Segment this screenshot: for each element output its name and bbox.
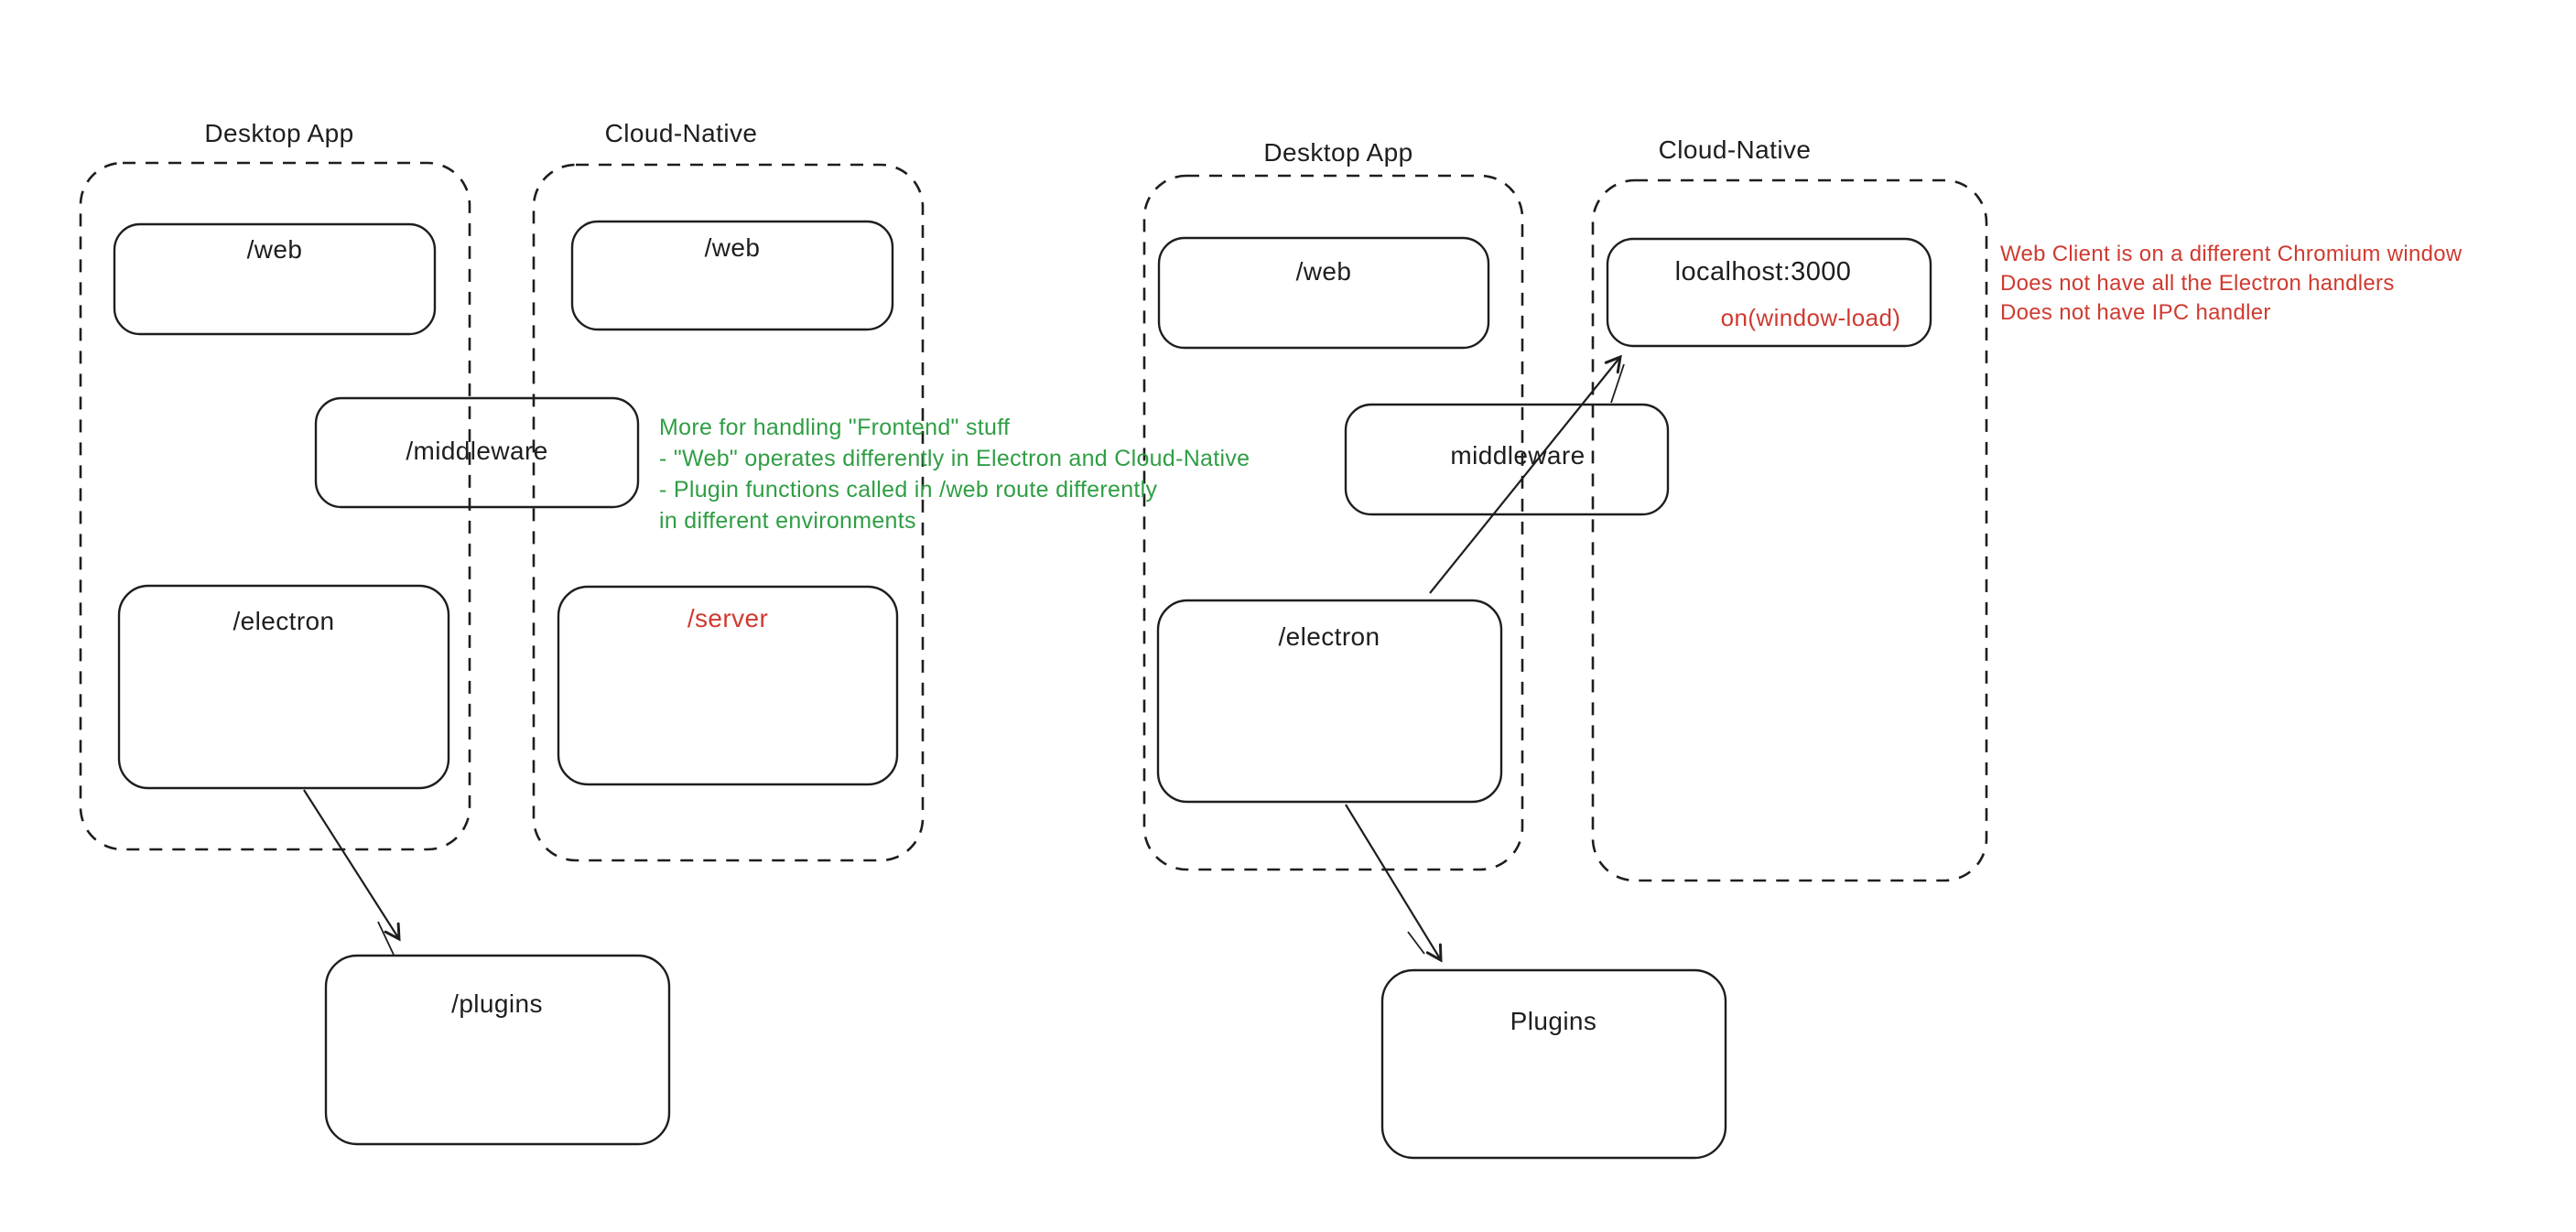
arrow-right-electron-to-localhost <box>1429 357 1620 594</box>
arrow-right-long-sketch-stroke <box>1610 363 1625 404</box>
left-cloud-web-label: /web <box>704 233 761 262</box>
left-middleware-box <box>314 396 640 509</box>
red-annotation-line: Web Client is on a different Chromium wi… <box>2000 242 2462 266</box>
right-desktop-web-label: /web <box>1295 257 1352 286</box>
left-desktop-web-box <box>113 222 437 336</box>
red-annotation: Web Client is on a different Chromium wi… <box>2000 240 2462 328</box>
green-annotation-line: - Plugin functions called in /web route … <box>659 477 1158 503</box>
right-localhost-box <box>1606 237 1932 348</box>
left-cloud-native-label: Cloud-Native <box>604 119 758 147</box>
green-annotation-line: - "Web" operates differently in Electron… <box>659 446 1250 471</box>
right-plugins-label: Plugins <box>1510 1007 1597 1035</box>
left-plugins-box <box>324 954 671 1146</box>
right-cloud-native-container <box>1591 178 1988 882</box>
left-desktop-web-label: /web <box>246 235 303 264</box>
red-annotation-line: Does not have all the Electron handlers <box>2000 271 2395 296</box>
right-desktop-app-label: Desktop App <box>1263 138 1413 167</box>
right-desktop-app-container <box>1142 174 1524 871</box>
left-plugins-label: /plugins <box>451 989 543 1018</box>
left-server-label: /server <box>687 604 769 632</box>
arrow-left-electron-to-plugins <box>303 789 399 939</box>
left-desktop-app-label: Desktop App <box>204 119 354 147</box>
arrow-right-electron-to-plugins <box>1345 804 1441 960</box>
right-desktop-web-box <box>1157 236 1490 350</box>
left-server-box <box>557 585 899 786</box>
left-middleware-label: /middleware <box>406 437 548 465</box>
right-cloud-native-label: Cloud-Native <box>1658 135 1812 164</box>
right-localhost-label: localhost:3000 <box>1674 257 1852 286</box>
right-localhost-event-label: on(window-load) <box>1720 304 1901 331</box>
arrow-left-sketch-stroke <box>377 921 395 956</box>
left-cloud-native-container <box>532 163 925 862</box>
green-annotation: More for handling "Frontend" stuff - "We… <box>659 412 1250 536</box>
right-electron-box <box>1156 599 1503 804</box>
left-cloud-web-box <box>570 220 894 331</box>
green-annotation-line: in different environments <box>659 508 916 534</box>
right-electron-label: /electron <box>1278 622 1380 651</box>
right-middleware-box <box>1344 403 1670 516</box>
arrow-right-short-sketch-stroke <box>1407 931 1425 955</box>
left-electron-label: /electron <box>233 607 335 635</box>
left-electron-box <box>117 584 450 790</box>
red-annotation-line: Does not have IPC handler <box>2000 300 2271 325</box>
green-annotation-line: More for handling "Frontend" stuff <box>659 415 1011 440</box>
right-middleware-label: middleware <box>1450 441 1586 470</box>
right-plugins-box <box>1380 968 1727 1160</box>
